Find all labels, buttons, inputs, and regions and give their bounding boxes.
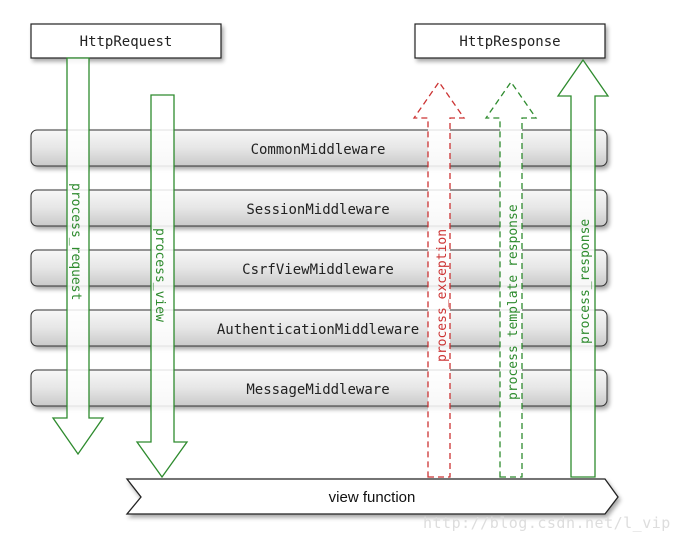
middleware-bar-csrf-view: CsrfViewMiddleware: [30, 249, 608, 287]
process-request-arrow: process_request: [51, 57, 105, 456]
http-request-label: HttpRequest: [80, 34, 173, 50]
process-template-response-arrow: process template response: [484, 80, 538, 478]
middleware-label: SessionMiddleware: [246, 202, 389, 218]
http-request-box: HttpRequest: [30, 23, 222, 59]
middleware-bar-message: MessageMiddleware: [30, 369, 608, 407]
middleware-bar-authentication: AuthenticationMiddleware: [30, 309, 608, 347]
middleware-bar-common: CommonMiddleware: [30, 129, 608, 167]
http-response-label: HttpResponse: [459, 34, 560, 50]
middleware-stack: CommonMiddleware SessionMiddleware CsrfV…: [30, 129, 608, 407]
process-view-label: process_view: [152, 228, 167, 322]
process-request-label: process_request: [68, 183, 83, 300]
watermark-text: http://blog.csdn.net/l_vip: [423, 514, 671, 532]
middleware-label: CsrfViewMiddleware: [242, 262, 394, 278]
process-template-response-label: process template response: [506, 204, 521, 400]
process-response-label: process_response: [578, 219, 593, 344]
view-function-box: view function: [125, 478, 619, 515]
middleware-label: MessageMiddleware: [246, 382, 389, 398]
process-response-arrow: process_response: [556, 58, 610, 478]
process-view-arrow: process_view: [135, 94, 189, 479]
middleware-label: AuthenticationMiddleware: [217, 322, 419, 338]
process-exception-label: process_exception: [435, 229, 450, 362]
middleware-bar-session: SessionMiddleware: [30, 189, 608, 227]
view-function-label: view function: [329, 489, 416, 506]
middleware-label: CommonMiddleware: [251, 142, 386, 158]
process-exception-arrow: process_exception: [412, 80, 466, 478]
http-response-box: HttpResponse: [414, 23, 606, 59]
